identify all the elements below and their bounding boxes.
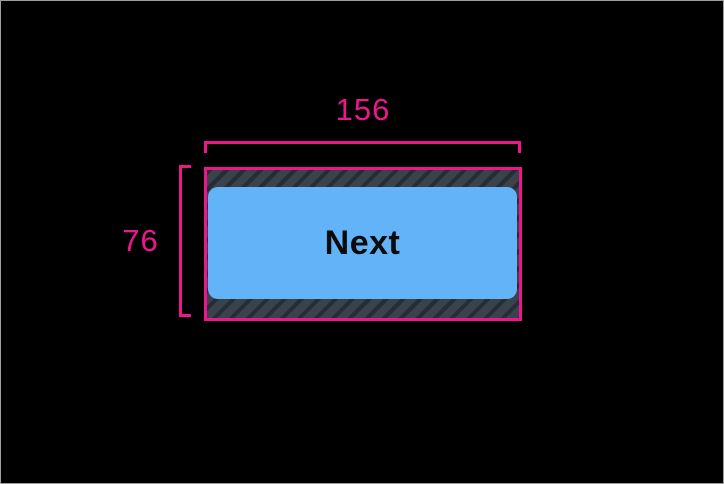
next-button[interactable]: Next <box>208 187 517 299</box>
height-measurement-bracket <box>179 165 191 317</box>
height-dimension-label: 76 <box>122 223 159 258</box>
next-button-label: Next <box>324 224 401 262</box>
width-dimension-label: 156 <box>335 92 391 127</box>
touch-target-highlight: Next <box>204 167 522 321</box>
width-measurement-bracket <box>204 141 521 153</box>
